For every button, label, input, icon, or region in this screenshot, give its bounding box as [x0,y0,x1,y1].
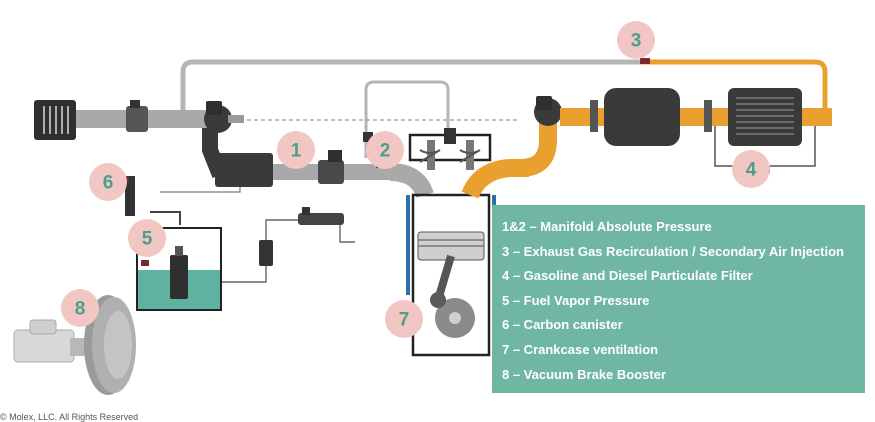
legend-box: 1&2 – Manifold Absolute Pressure 3 – Exh… [492,205,865,393]
svg-text:2: 2 [380,141,391,162]
legend-list: 1&2 – Manifold Absolute Pressure 3 – Exh… [502,215,865,387]
turbo-turbine [534,96,562,126]
legend-item-crankcase: 7 – Crankcase ventilation [502,341,659,357]
exhaust-manifold [461,159,529,199]
marker-4: 4 [732,150,770,188]
mass-air-flow-cap [130,100,140,108]
catalytic-converter [604,88,680,146]
svg-text:4: 4 [746,160,757,181]
intake-manifold [389,163,434,199]
mass-air-flow-sensor [126,106,148,132]
marker-6: 6 [89,163,127,201]
throttle-actuator [328,150,342,162]
exhaust-flange-2 [704,100,712,132]
legend-item-egr: 3 – Exhaust Gas Recirculation / Secondar… [502,243,844,259]
legend-item-particulate-filter: 4 – Gasoline and Diesel Particulate Filt… [502,268,753,284]
svg-text:5: 5 [142,229,153,250]
engine-block [406,128,496,357]
copyright-text: © Molex, LLC. All Rights Reserved [0,412,139,422]
particulate-filter [728,88,802,146]
exhaust-flange [590,100,598,132]
egr-sensor [640,58,650,64]
marker-7: 7 [385,300,423,338]
svg-text:3: 3 [631,31,642,52]
legend-item-fuel-vapor: 5 – Fuel Vapor Pressure [502,292,650,308]
marker-1: 1 [277,131,315,169]
throttle-body [318,160,344,184]
fuel-rail [298,213,344,225]
turbo-compressor [204,101,244,133]
vacuum-brake-booster [13,295,136,395]
crankcase-vent-line [364,80,450,158]
svg-text:8: 8 [75,299,86,320]
marker-8: 8 [61,289,99,327]
intercooler [215,153,273,187]
marker-2: 2 [366,131,404,169]
exhaust-to-turbo [519,120,557,177]
egr-line-exhaust [640,59,828,112]
legend-item-brake-booster: 8 – Vacuum Brake Booster [502,366,667,382]
canister-line [150,211,181,225]
legend-item-map: 1&2 – Manifold Absolute Pressure [502,219,712,234]
fuel-filter [259,240,273,266]
svg-text:6: 6 [103,173,114,194]
injector-line [339,222,355,243]
marker-5: 5 [128,219,166,257]
marker-3: 3 [617,21,655,59]
svg-text:7: 7 [399,310,410,331]
fuel-rail-sensor [302,207,310,215]
egr-line [180,59,640,118]
legend-item-carbon-canister: 6 – Carbon canister [502,317,623,333]
svg-text:1: 1 [291,141,302,162]
crankcase-sensor [363,132,373,142]
fuel-rail-line [265,219,300,240]
carbon-canister [125,176,135,216]
air-filter [34,100,76,140]
